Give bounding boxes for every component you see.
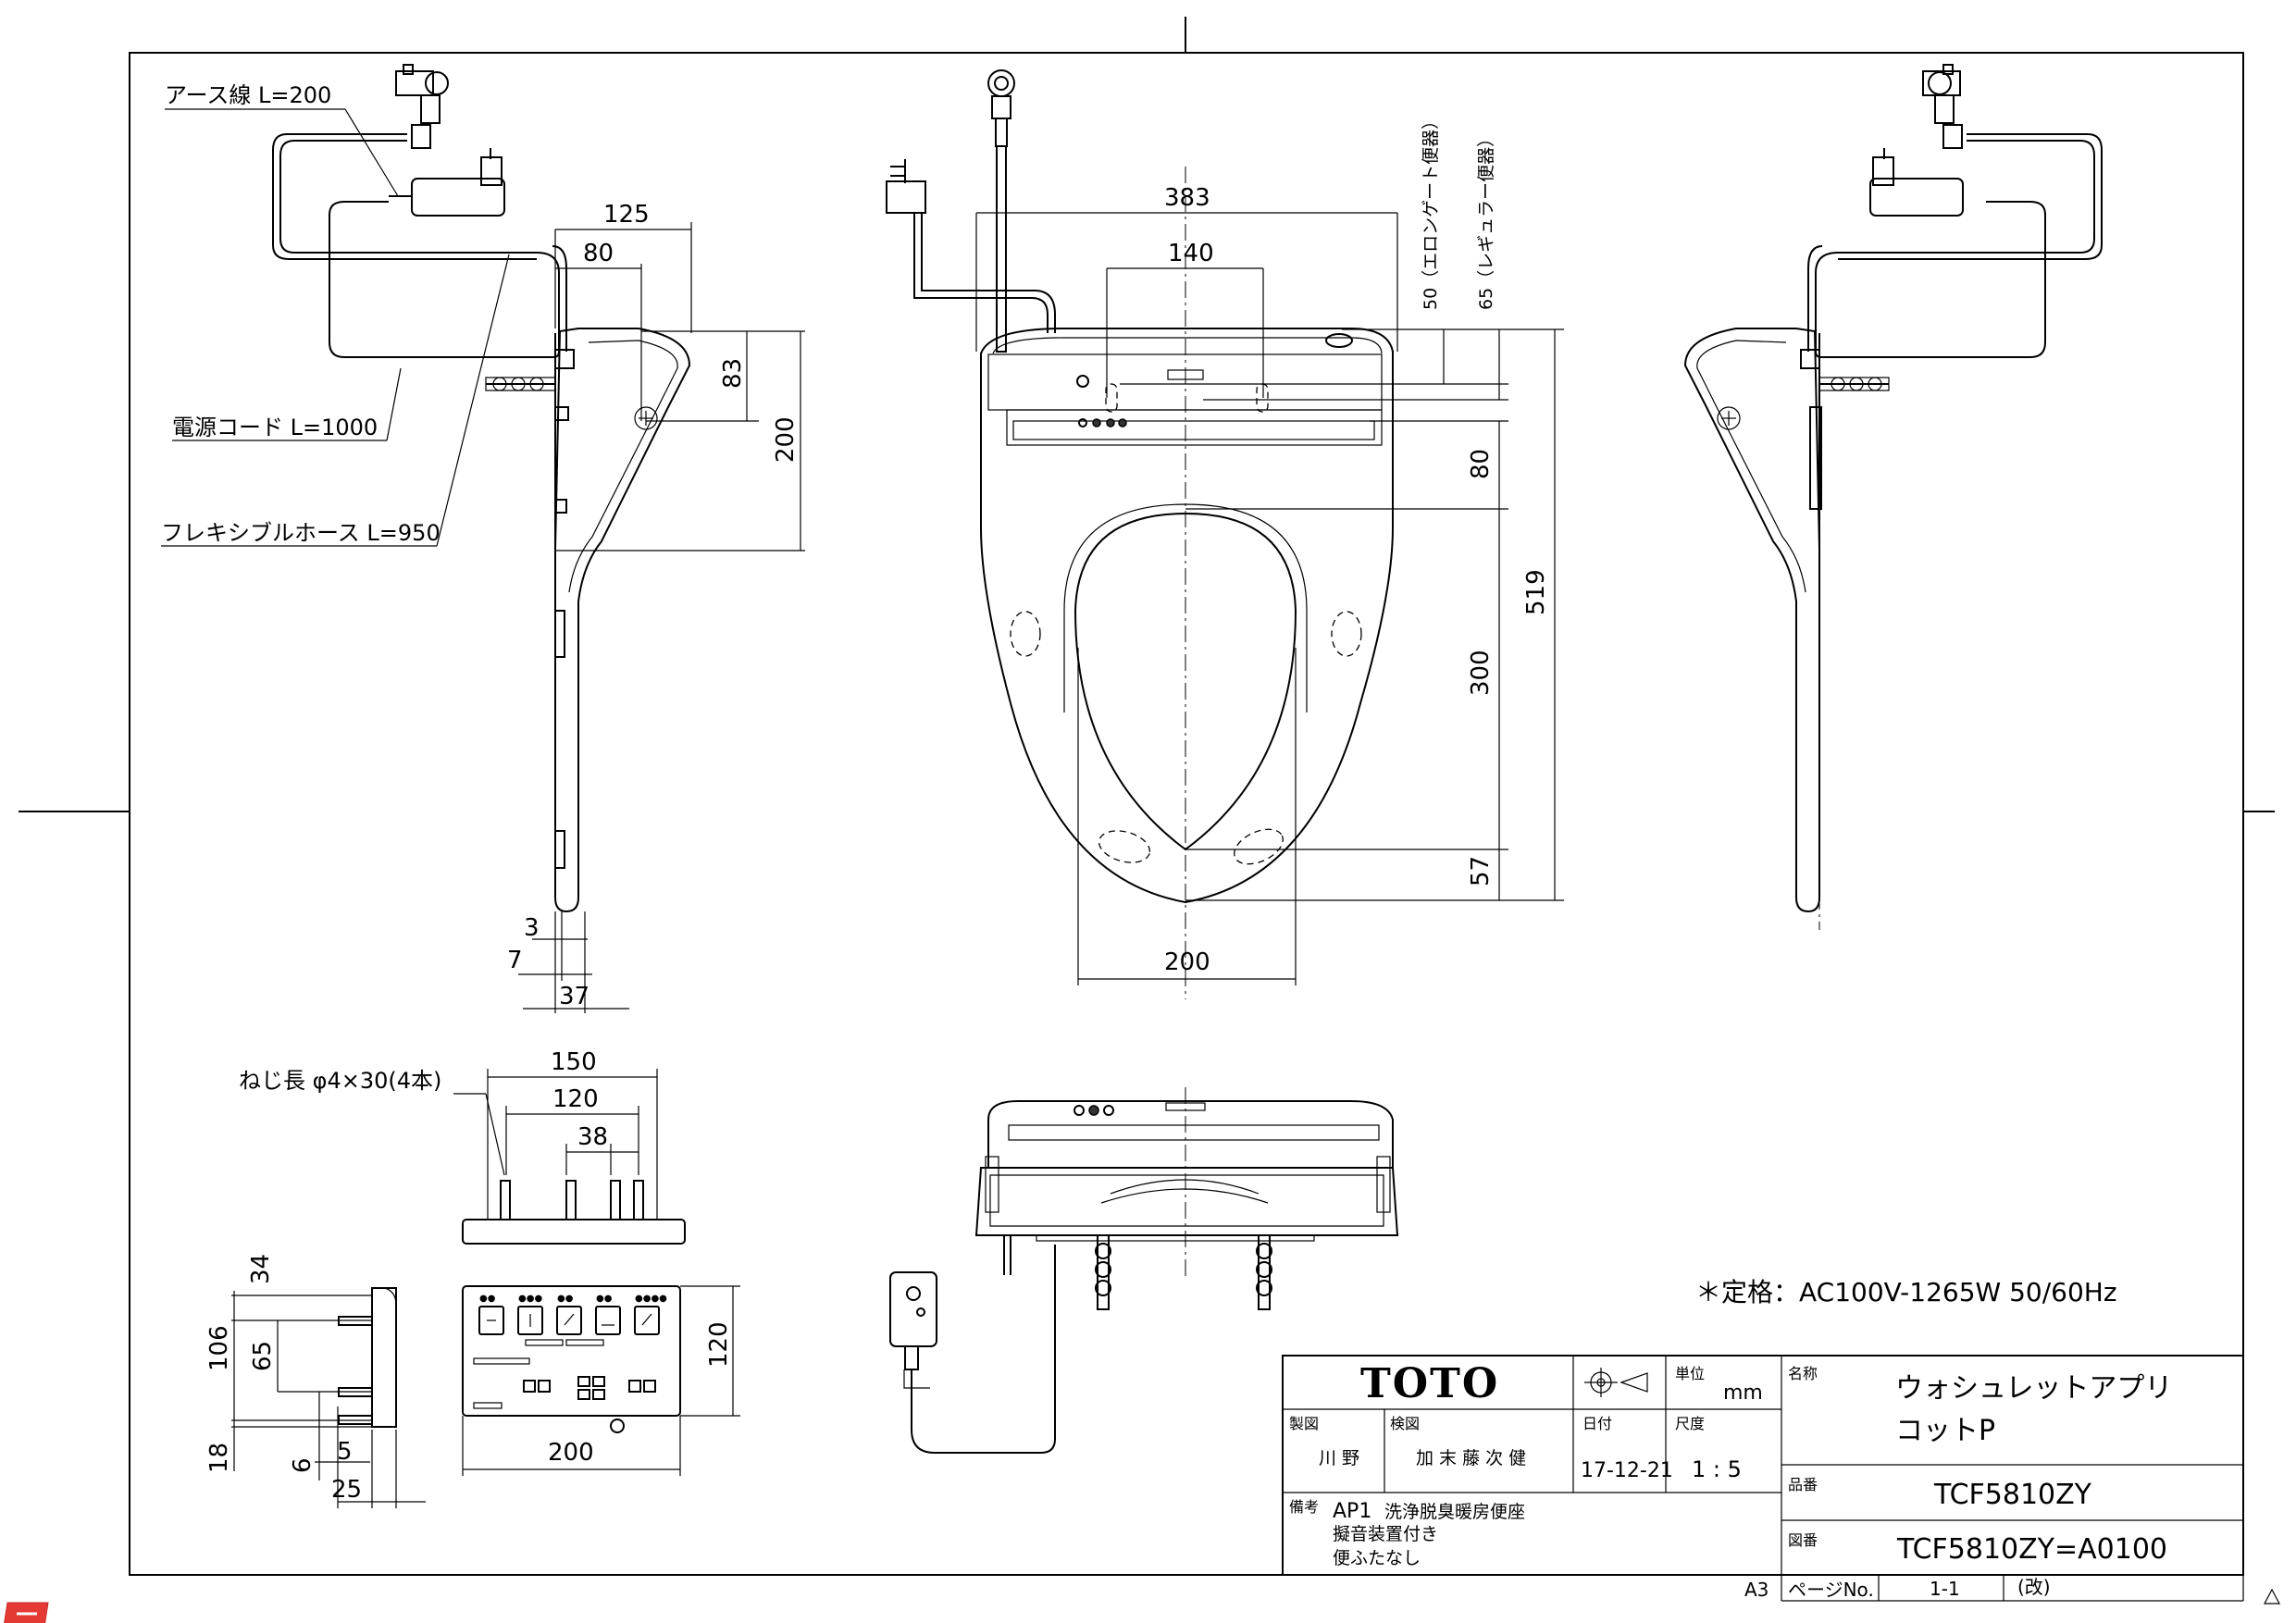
page-label: ページNo.: [1788, 1579, 1874, 1601]
dim-side-7: 7: [507, 947, 523, 974]
product-no: TCF5810ZY: [1933, 1479, 2092, 1511]
unit-label: 単位: [1675, 1365, 1705, 1382]
revision: (改): [2017, 1576, 2051, 1598]
dim-remote-200: 200: [548, 1439, 594, 1467]
dim-side-37: 37: [559, 983, 590, 1010]
svg-text:●●●●: ●●●●: [635, 1294, 667, 1304]
dim-remote-65: 65: [249, 1341, 277, 1371]
dim-top-200: 200: [1164, 948, 1210, 976]
dim-side-125: 125: [603, 201, 650, 229]
scale-label: 尺度: [1675, 1415, 1705, 1432]
file-icon: [4, 1602, 49, 1623]
dim-top-519: 519: [1522, 569, 1550, 615]
drawing-no-label: 図番: [1788, 1531, 1818, 1549]
drawing-no: TCF5810ZY=A0100: [1896, 1533, 2167, 1566]
remarks-line-2: 擬音装置付き: [1333, 1524, 1438, 1544]
svg-text:●●: ●●: [596, 1294, 613, 1304]
date-value: 17-12-21: [1581, 1459, 1673, 1482]
dim-side-3: 3: [524, 914, 540, 942]
supply-pipe-left: [1095, 1234, 1111, 1310]
earth-wire-label: アース線 L=200: [165, 82, 331, 108]
screw-label: ねじ長 φ4×30(4本): [239, 1068, 441, 1094]
dim-remote-34: 34: [247, 1254, 275, 1284]
dim-side-83: 83: [719, 358, 747, 389]
dim-top-57: 57: [1467, 856, 1495, 886]
name-label: 名称: [1788, 1365, 1818, 1382]
page-number: 1-1: [1930, 1578, 1960, 1600]
product-name-line1: ウォシュレットアプリ: [1895, 1372, 2172, 1405]
top-view: [886, 69, 1564, 999]
checked-label: 検図: [1390, 1415, 1420, 1432]
dim-remote-6: 6: [289, 1457, 316, 1473]
product-name-line2: コットP: [1895, 1415, 1995, 1447]
remarks-code: AP1: [1333, 1500, 1371, 1523]
side-view-right: [1683, 64, 2103, 930]
dim-base-38: 38: [577, 1123, 608, 1151]
dim-side-200: 200: [772, 416, 800, 463]
toto-logo: TOTO: [1360, 1360, 1499, 1407]
dim-base-120: 120: [552, 1085, 599, 1113]
elongated-note: 50（エロンゲート便器）: [1421, 112, 1441, 310]
drawn-by: 川 野: [1319, 1448, 1359, 1468]
unit-value: mm: [1723, 1381, 1763, 1405]
dim-top-383: 383: [1164, 184, 1210, 212]
base-plate: [453, 1069, 686, 1245]
scale-value: 1 : 5: [1692, 1456, 1742, 1482]
rating-note: ＊定格：AC100V-1265W 50/60Hz: [1695, 1277, 2117, 1307]
dim-remote-25: 25: [331, 1476, 362, 1504]
remote-unit-small: [889, 1271, 937, 1347]
dim-remote-106: 106: [205, 1325, 233, 1371]
dim-top-80: 80: [1467, 449, 1495, 479]
date-label: 日付: [1582, 1415, 1612, 1432]
sheet-size: A3: [1744, 1579, 1769, 1601]
supply-pipe-right: [1256, 1234, 1272, 1310]
projection-symbol-icon: [1584, 1368, 1648, 1397]
corner-mark-icon: [2264, 1588, 2280, 1604]
title-block: [1282, 1355, 2244, 1602]
remote-front-view: ●● ●●● ●● ●● ●●●●: [462, 1285, 740, 1476]
dim-remote-18: 18: [205, 1443, 233, 1473]
product-no-label: 品番: [1788, 1476, 1818, 1493]
drawing-frame: [129, 52, 2244, 1576]
checked-by: 加 末 藤 次 健: [1416, 1448, 1526, 1468]
flex-hose-label: フレキシブルホース L=950: [161, 520, 441, 546]
remarks-line-3: 便ふたなし: [1333, 1548, 1421, 1568]
dim-remote-5: 5: [337, 1438, 353, 1466]
dim-top-300: 300: [1467, 650, 1495, 696]
side-view-left: [161, 64, 805, 1013]
svg-text:●●: ●●: [557, 1294, 574, 1304]
regular-note: 65（レギュラー便器）: [1476, 130, 1496, 310]
front-elevation: [889, 1087, 1399, 1454]
svg-text:●●●: ●●●: [518, 1294, 542, 1304]
power-cord-label: 電源コード L=1000: [172, 415, 378, 440]
svg-text:●●: ●●: [479, 1294, 496, 1304]
dim-base-150: 150: [551, 1048, 597, 1076]
drawn-label: 製図: [1289, 1415, 1319, 1432]
dim-remote-120: 120: [705, 1321, 733, 1368]
dim-top-140: 140: [1168, 240, 1214, 267]
remote-side-view: [231, 1287, 426, 1508]
remarks-label: 備考: [1289, 1498, 1319, 1516]
dim-side-80: 80: [583, 240, 614, 267]
remarks-line-1: 洗浄脱臭暖房便座: [1384, 1502, 1525, 1522]
